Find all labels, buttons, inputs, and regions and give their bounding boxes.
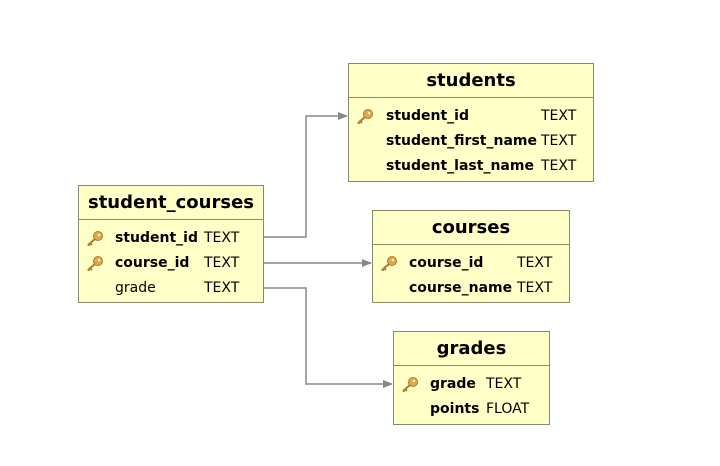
column-name: student_first_name [386, 133, 537, 149]
table-students-row-student-id[interactable]: student_id TEXT [349, 104, 593, 129]
column-type: TEXT [541, 133, 577, 149]
column-type: TEXT [541, 108, 577, 124]
table-grades-title: grades [394, 332, 549, 366]
table-student-courses-row-student-id[interactable]: student_id TEXT [79, 226, 263, 251]
table-students-title: students [349, 64, 593, 98]
column-type: TEXT [204, 230, 240, 246]
column-name: student_last_name [386, 158, 534, 174]
table-student-courses[interactable]: student_courses student_id TEXT course_i… [78, 185, 264, 303]
column-type: FLOAT [486, 401, 530, 417]
key-icon [381, 256, 397, 271]
key-icon [357, 109, 373, 124]
column-name: grade [430, 376, 476, 392]
column-type: TEXT [517, 280, 553, 296]
table-students[interactable]: students student_id TEXT student_first_n… [348, 63, 594, 182]
column-name: points [430, 401, 480, 417]
table-grades[interactable]: grades grade TEXT points FLOAT [393, 331, 550, 425]
column-type: TEXT [517, 255, 553, 271]
column-name: grade [115, 280, 156, 296]
key-icon [87, 256, 103, 271]
column-type: TEXT [486, 376, 522, 392]
table-courses-row-course-name[interactable]: course_name TEXT [373, 276, 569, 301]
column-type: TEXT [204, 255, 240, 271]
column-name: course_id [115, 255, 190, 271]
column-name: course_name [409, 280, 513, 296]
table-grades-row-points[interactable]: points FLOAT [394, 397, 549, 422]
relationship-student-id-line [263, 112, 348, 238]
table-student-courses-title: student_courses [79, 186, 263, 220]
column-name: student_id [115, 230, 198, 246]
key-icon [87, 231, 103, 246]
column-name: course_id [409, 255, 484, 271]
table-courses-row-course-id[interactable]: course_id TEXT [373, 251, 569, 276]
table-grades-row-grade[interactable]: grade TEXT [394, 372, 549, 397]
table-students-row-student-last-name[interactable]: student_last_name TEXT [349, 154, 593, 179]
key-icon [402, 377, 418, 392]
column-type: TEXT [204, 280, 240, 296]
table-students-row-student-first-name[interactable]: student_first_name TEXT [349, 129, 593, 154]
column-type: TEXT [541, 158, 577, 174]
column-name: student_id [386, 108, 469, 124]
table-student-courses-row-grade[interactable]: grade TEXT [79, 276, 263, 301]
table-courses[interactable]: courses course_id TEXT course_name TEXT [372, 210, 570, 303]
table-courses-title: courses [373, 211, 569, 245]
table-student-courses-row-course-id[interactable]: course_id TEXT [79, 251, 263, 276]
